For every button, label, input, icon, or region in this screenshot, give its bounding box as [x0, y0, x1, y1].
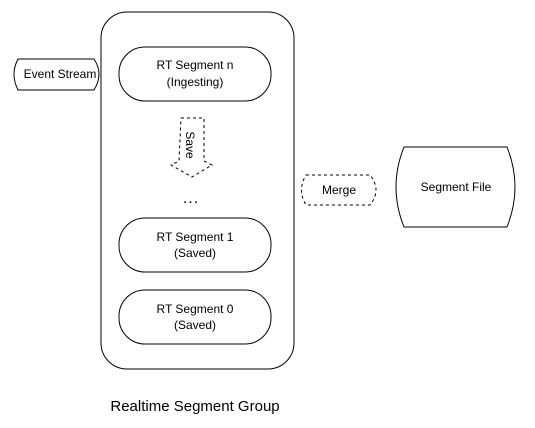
event-stream-label: Event Stream	[24, 67, 97, 81]
rt-segment-1-state: (Saved)	[174, 246, 216, 260]
save-label: Save	[183, 131, 197, 159]
save-arrow	[169, 117, 214, 178]
segment-file-label: Segment File	[421, 180, 492, 194]
rt-segment-n: RT Segment n (Ingesting)	[118, 46, 272, 102]
segment-file-box	[395, 146, 516, 228]
rt-segment-n-state: (Ingesting)	[167, 75, 224, 89]
rt-segment-n-name: RT Segment n	[157, 58, 234, 72]
rt-segment-1-box	[118, 217, 272, 273]
rt-segment-n-box	[118, 46, 272, 102]
rt-segment-1-name: RT Segment 1	[157, 230, 234, 244]
rt-segment-0-state: (Saved)	[174, 318, 216, 332]
rt-segment-0-box	[118, 289, 272, 345]
more-segments-ellipsis: ...	[183, 190, 199, 207]
merge-arrow	[301, 174, 377, 206]
realtime-segment-group-caption: Realtime Segment Group	[110, 398, 279, 415]
rt-segment-1: RT Segment 1 (Saved)	[118, 217, 272, 273]
merge-label: Merge	[322, 183, 356, 197]
rt-segment-0-name: RT Segment 0	[157, 302, 234, 316]
event-stream-arrow	[13, 58, 100, 91]
rt-segment-0: RT Segment 0 (Saved)	[118, 289, 272, 345]
